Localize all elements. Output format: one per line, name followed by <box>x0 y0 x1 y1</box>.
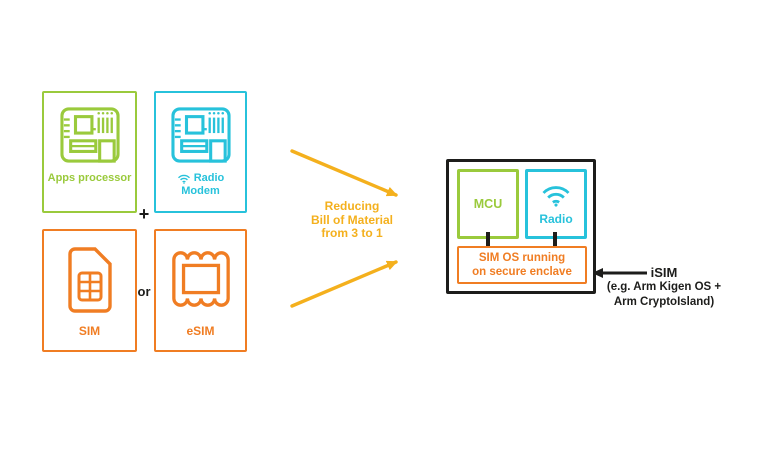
radio-modem-label: Radio Modem <box>177 172 225 198</box>
radio-box: Radio <box>525 169 587 239</box>
circuit-board-icon <box>59 106 121 164</box>
sim-os-line1: SIM OS running <box>478 252 566 264</box>
plus-sign: + <box>138 204 150 224</box>
sim-os-box: SIM OS running on secure enclave <box>457 246 587 284</box>
or-text: or <box>137 284 151 299</box>
caption-line1: Reducing <box>324 199 380 213</box>
isim-callout-title: iSIM <box>650 265 678 280</box>
sim-os-line2: on secure enclave <box>472 266 572 278</box>
esim-chip-icon <box>169 244 233 314</box>
sim-box: SIM <box>42 229 137 352</box>
isim-callout-subtitle-line1: (e.g. Arm Kigen OS + <box>606 281 722 293</box>
bom-reduction-caption: Reducing Bill of Material from 3 to 1 <box>294 199 410 241</box>
sim-label: SIM <box>78 324 101 338</box>
caption-line3: from 3 to 1 <box>321 226 383 240</box>
mcu-box: MCU <box>457 169 519 239</box>
radio-modem-box: Radio Modem <box>154 91 247 213</box>
mcu-connector <box>486 232 490 247</box>
wifi-icon <box>540 182 572 207</box>
esim-box: eSIM <box>154 229 247 352</box>
wifi-icon <box>177 173 191 184</box>
mcu-label: MCU <box>473 197 503 211</box>
isim-callout: iSIM (e.g. Arm Kigen OS + Arm CryptoIsla… <box>597 265 731 309</box>
apps-processor-label: Apps processor <box>47 172 132 184</box>
reduction-arrow-bottom <box>290 260 398 308</box>
apps-processor-box: Apps processor <box>42 91 137 213</box>
isim-callout-subtitle-line2: Arm CryptoIsland) <box>613 295 715 308</box>
radio-modem-label-line1: Radio <box>193 172 225 184</box>
radio-label: Radio <box>539 212 573 226</box>
caption-line2: Bill of Material <box>310 212 393 227</box>
circuit-board-icon <box>170 106 232 164</box>
radio-modem-label-line2: Modem <box>181 185 220 197</box>
radio-connector <box>553 232 557 247</box>
sim-card-icon <box>65 246 115 314</box>
reduction-arrow-top <box>290 149 398 197</box>
esim-label: eSIM <box>186 324 215 338</box>
